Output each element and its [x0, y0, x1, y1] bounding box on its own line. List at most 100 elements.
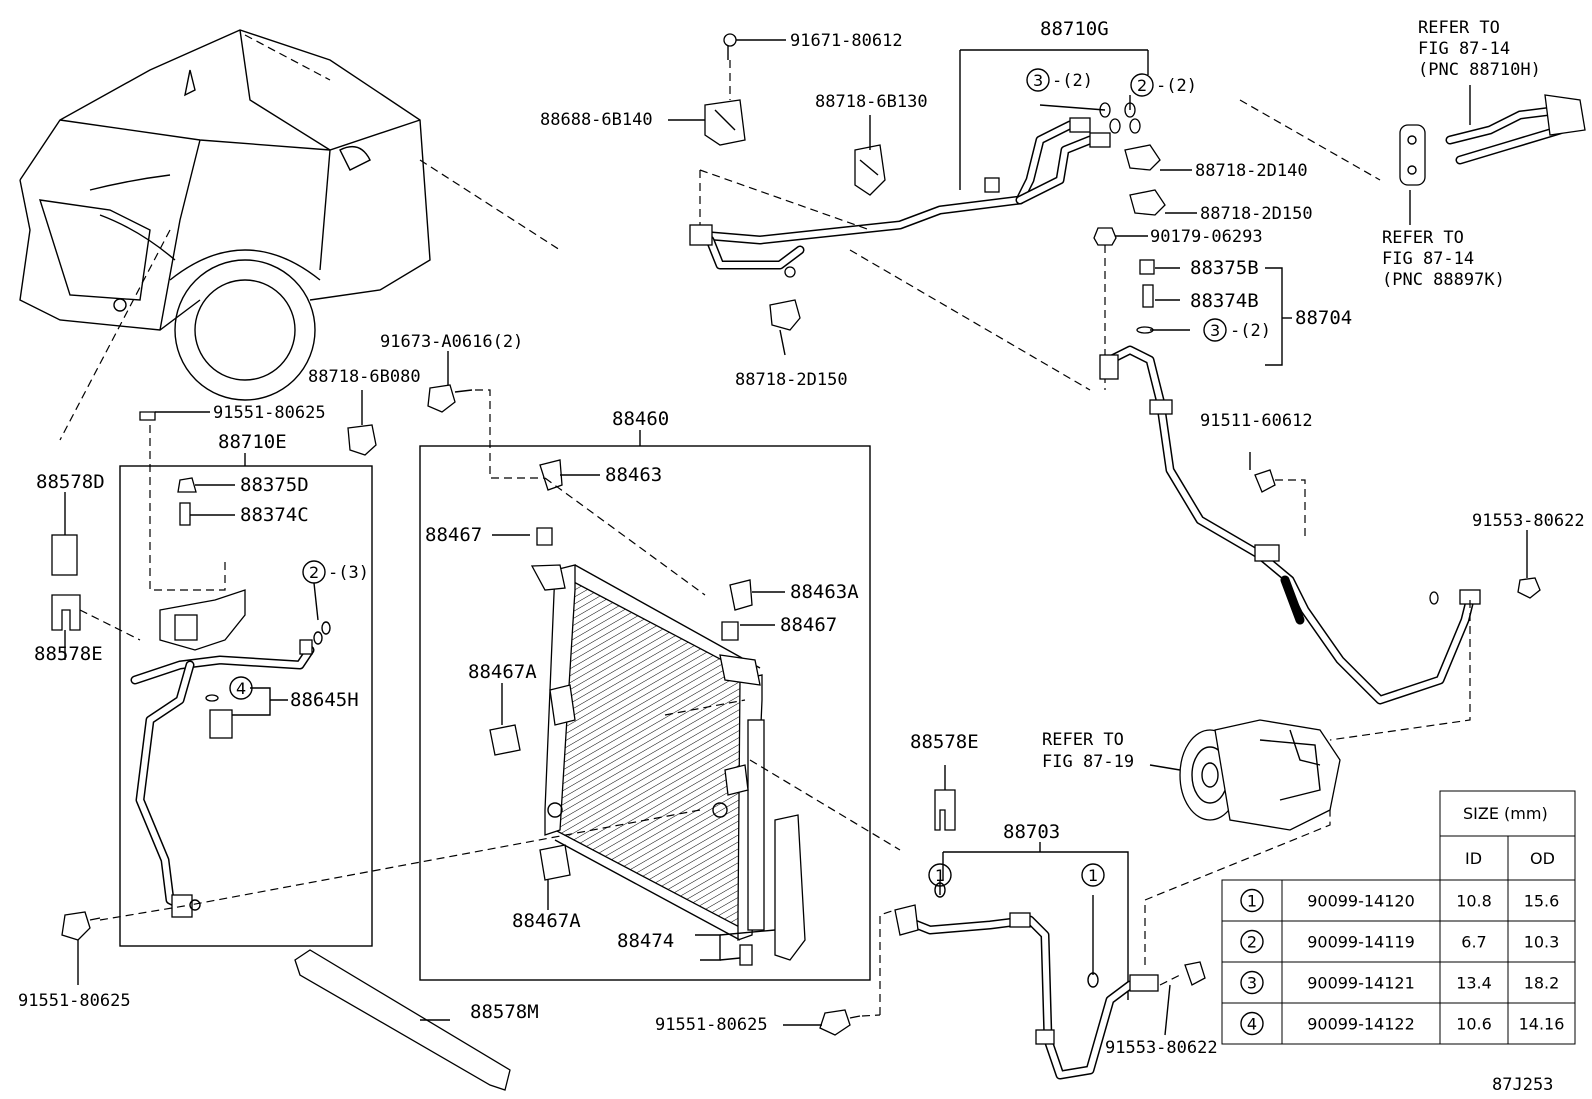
qty-2-top: -(2)	[1156, 76, 1197, 96]
vehicle-illustration	[19, 29, 431, 401]
size-table-part: 90099-14121	[1307, 974, 1415, 993]
size-table-circle	[1240, 929, 1264, 954]
label-88467-top: 88467	[425, 524, 482, 546]
label-91551-80625-top: 91551-80625	[213, 403, 326, 423]
callout-1-b: 1	[1088, 866, 1098, 885]
qty-2-left: -(3)	[328, 563, 369, 583]
size-table-num: 1	[1247, 892, 1257, 911]
label-91671-80612: 91671-80612	[790, 31, 903, 51]
callout-2-top: 2	[1137, 76, 1147, 95]
label-90179-06293: 90179-06293	[1150, 227, 1263, 247]
refer1-line1: REFER TO	[1418, 18, 1500, 38]
size-table-num: 4	[1247, 1015, 1257, 1034]
compressor	[1179, 719, 1341, 831]
suction-hose-88704	[1099, 345, 1481, 705]
label-88463A: 88463A	[790, 581, 859, 603]
refer2-line3: (PNC 88897K)	[1382, 270, 1505, 290]
size-table-num: 3	[1247, 974, 1257, 993]
label-88718-6B080: 88718-6B080	[308, 367, 421, 387]
receiver-88474	[774, 814, 806, 961]
qty-3-top: -(2)	[1052, 71, 1093, 91]
label-88467-mid: 88467	[780, 614, 837, 636]
label-91551-80625-left: 91551-80625	[18, 991, 131, 1011]
label-91511-60612: 91511-60612	[1200, 411, 1313, 431]
label-88703: 88703	[1003, 821, 1060, 843]
label-88463: 88463	[605, 464, 662, 486]
callout-4-left: 4	[236, 679, 246, 698]
frame-88460	[419, 445, 871, 981]
bracket-88688-6B140	[704, 33, 746, 146]
size-table-od: 18.2	[1524, 974, 1560, 993]
size-table-title: SIZE (mm)	[1463, 804, 1548, 823]
pad-88578E-left	[51, 594, 81, 631]
callout-2-left: 2	[309, 563, 319, 582]
callout-3-mid: 3	[1210, 321, 1220, 340]
size-table-id: 10.8	[1456, 892, 1492, 911]
pad-88578M	[294, 949, 511, 1091]
liquid-tube-88703	[894, 882, 1159, 1080]
label-88710G: 88710G	[1040, 18, 1109, 40]
label-88474: 88474	[617, 930, 674, 952]
label-88374C: 88374C	[240, 504, 309, 526]
label-88467A-bot: 88467A	[512, 910, 581, 932]
clamp-88718-6B130	[854, 144, 886, 196]
leader-lines	[64, 39, 1528, 1036]
label-88718-2D150-top: 88718-2D150	[1200, 204, 1313, 224]
label-88704: 88704	[1295, 307, 1352, 329]
label-88688-6B140: 88688-6B140	[540, 110, 653, 130]
frame-88703	[943, 851, 1129, 1000]
condenser-88460	[530, 564, 765, 941]
size-table-col-od: OD	[1530, 849, 1555, 868]
discharge-hose-88710G	[689, 102, 1141, 278]
callout-3-top: 3	[1033, 71, 1043, 90]
size-table-circle	[1240, 970, 1264, 995]
label-88578E-mid: 88578E	[910, 731, 979, 753]
refer3-line2: FIG 87-19	[1042, 752, 1134, 772]
size-table-id: 6.7	[1461, 933, 1486, 952]
label-91673-A0616: 91673-A0616(2)	[380, 332, 523, 352]
label-91551-80625-bot: 91551-80625	[655, 1015, 768, 1035]
part-labels: 91671-80612 88710G 88688-6B140 88718-6B1…	[18, 18, 1585, 1095]
callout-1-a: 1	[935, 866, 945, 885]
label-88718-2D150-mid: 88718-2D150	[735, 370, 848, 390]
label-91553-80622-bot: 91553-80622	[1105, 1038, 1218, 1058]
size-table: SIZE (mm) ID OD 1 90099-14120 10.8 15.6 2 900…	[1221, 790, 1576, 1045]
o-ring-callouts: 3 -(2) 2 -(2) 3 -(2) 2 -(3) 4 1 1	[229, 68, 1271, 887]
label-88460: 88460	[612, 408, 669, 430]
refer3-line1: REFER TO	[1042, 730, 1124, 750]
size-table-num: 2	[1247, 933, 1257, 952]
size-table-od: 15.6	[1524, 892, 1560, 911]
refer-notes: REFER TO FIG 87-14 (PNC 88710H) REFER TO…	[1042, 18, 1541, 772]
label-88467A-top: 88467A	[468, 661, 537, 683]
label-88375B: 88375B	[1190, 257, 1259, 279]
refer2-line2: FIG 87-14	[1382, 249, 1474, 269]
pad-88578D	[51, 534, 78, 576]
size-table-rows: 1 90099-14120 10.8 15.6 2 90099-14119 6.7 10.3 3…	[1221, 879, 1576, 1045]
label-91553-80622-right: 91553-80622	[1472, 511, 1585, 531]
size-table-part: 90099-14120	[1307, 892, 1415, 911]
size-table-circle	[1240, 888, 1264, 913]
label-88645H: 88645H	[290, 689, 359, 711]
size-table-circle	[1240, 1011, 1264, 1036]
label-88718-2D140: 88718-2D140	[1195, 161, 1308, 181]
liquid-pipe-88710E	[130, 589, 331, 918]
label-88710E: 88710E	[218, 431, 287, 453]
refer2-line1: REFER TO	[1382, 228, 1464, 248]
size-table-od: 10.3	[1524, 933, 1560, 952]
size-table-col-id: ID	[1465, 849, 1482, 868]
refer1-line2: FIG 87-14	[1418, 39, 1510, 59]
size-table-part: 90099-14122	[1307, 1015, 1415, 1034]
frame-88710E	[119, 465, 373, 947]
size-table-id: 13.4	[1456, 974, 1492, 993]
size-table-id: 10.6	[1456, 1015, 1492, 1034]
refer1-line3: (PNC 88710H)	[1418, 60, 1541, 80]
qty-3-mid: -(2)	[1230, 321, 1271, 341]
label-88374B: 88374B	[1190, 290, 1259, 312]
label-88578E-left: 88578E	[34, 643, 103, 665]
label-88375D: 88375D	[240, 474, 309, 496]
label-88578M: 88578M	[470, 1001, 539, 1023]
size-table-part: 90099-14119	[1307, 933, 1415, 952]
label-diagram-code: 87J253	[1492, 1075, 1553, 1095]
label-88718-6B130: 88718-6B130	[815, 92, 928, 112]
